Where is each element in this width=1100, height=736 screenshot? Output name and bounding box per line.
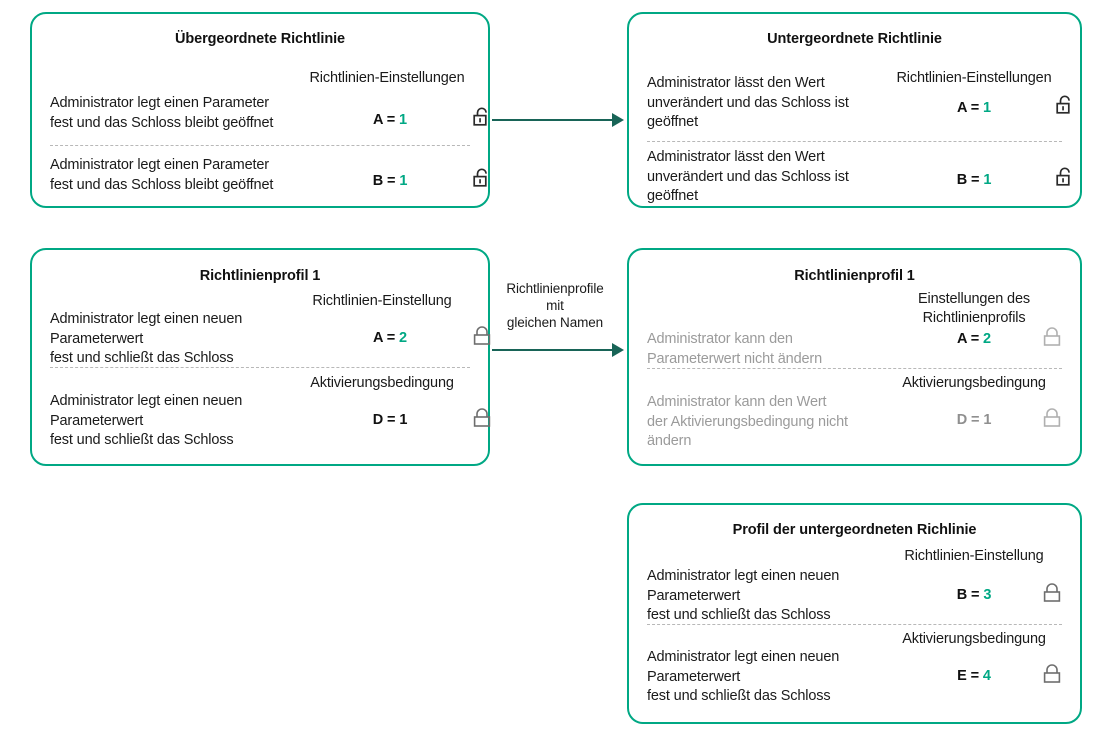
value-number: 4: [982, 668, 991, 684]
value-number: 3: [983, 587, 992, 603]
row-value: B = 3: [934, 587, 1014, 603]
value-separator: =: [966, 100, 984, 116]
card-title: Profil der untergeordneten Richlinie: [732, 522, 977, 538]
card-title: Übergeordnete Richtlinie: [174, 31, 345, 47]
row-value: A = 2: [350, 330, 430, 346]
row-description: Administrator legt einen neuen Parameter…: [647, 649, 840, 704]
row-value: D = 1: [350, 412, 430, 428]
value-key: D: [372, 412, 384, 428]
value-number: 2: [399, 330, 408, 346]
value-key: A: [956, 331, 967, 347]
row-divider: [50, 367, 470, 368]
row-value: A = 1: [934, 100, 1014, 116]
value-separator: =: [967, 412, 984, 428]
value-key: B: [956, 172, 968, 188]
value-number: 1: [399, 112, 408, 128]
lock-icon: [469, 323, 495, 349]
column-label: Aktivierungsbedingung: [902, 631, 1046, 647]
value-number: 1: [399, 412, 408, 428]
lock-icon: [1039, 324, 1065, 350]
row-description: Administrator legt einen Parameter fest …: [50, 95, 274, 131]
value-number: 1: [983, 412, 992, 428]
row-description: Administrator kann den Parameterwert nic…: [647, 331, 823, 367]
row-description: Administrator lässt den Wert unverändert…: [647, 75, 849, 130]
column-label: Richtlinien-Einstellung: [904, 548, 1044, 564]
value-separator: =: [383, 412, 400, 428]
value-key: A: [372, 330, 383, 346]
row-description: Administrator legt einen neuen Parameter…: [647, 568, 840, 623]
row-value: D = 1: [934, 412, 1014, 428]
value-number: 2: [983, 331, 992, 347]
card-child-policy-profile: Profil der untergeordneten Richlinie Ric…: [627, 503, 1082, 724]
unlock-icon: [469, 104, 495, 130]
card-parent-policy: Übergeordnete Richtlinie Richtlinien-Ein…: [30, 12, 490, 208]
column-label: Richtlinien-Einstellungen: [896, 70, 1052, 86]
value-separator: =: [383, 173, 400, 189]
value-separator: =: [966, 331, 984, 347]
row-description: Administrator legt einen neuen Parameter…: [50, 311, 243, 366]
column-label: Richtlinien-Einstellungen: [309, 70, 465, 86]
row-value: B = 1: [350, 173, 430, 189]
value-separator: =: [382, 330, 400, 346]
value-key: E: [957, 668, 967, 684]
value-separator: =: [967, 587, 984, 603]
row-divider: [50, 145, 470, 146]
value-key: A: [956, 100, 967, 116]
unlock-icon: [469, 165, 495, 191]
row-value: A = 2: [934, 331, 1014, 347]
card-policy-profile-1-left: Richtlinienprofil 1 Richtlinien-Einstell…: [30, 248, 491, 466]
card-title: Richtlinienprofil 1: [794, 268, 915, 284]
value-number: 1: [399, 173, 408, 189]
lock-icon: [1039, 661, 1065, 687]
row-value: A = 1: [350, 112, 430, 128]
row-divider: [647, 141, 1062, 142]
arrow-label: Richtlinienprofile mit gleichen Namen: [506, 281, 604, 330]
value-separator: =: [966, 668, 983, 684]
row-description: Administrator legt einen neuen Parameter…: [50, 393, 243, 448]
card-policy-profile-1-right: Richtlinienprofil 1 Einstellungen des Ri…: [627, 248, 1082, 466]
column-label: Richtlinien-Einstellung: [312, 293, 452, 309]
lock-icon: [1039, 580, 1065, 606]
unlock-icon: [1052, 164, 1078, 190]
value-separator: =: [967, 172, 984, 188]
lock-icon: [469, 405, 495, 431]
row-description: Administrator legt einen Parameter fest …: [50, 157, 274, 193]
value-separator: =: [382, 112, 400, 128]
row-description: Administrator lässt den Wert unverändert…: [647, 149, 849, 204]
row-description: Administrator kann den Wert der Aktivier…: [647, 394, 848, 449]
value-key: B: [372, 173, 384, 189]
column-label: Aktivierungsbedingung: [310, 375, 454, 391]
card-title: Richtlinienprofil 1: [199, 268, 321, 284]
lock-icon: [1039, 405, 1065, 431]
card-title: Untergeordnete Richtlinie: [767, 31, 942, 47]
value-key: A: [372, 112, 383, 128]
column-label: Aktivierungsbedingung: [902, 375, 1046, 391]
row-divider: [647, 624, 1062, 625]
row-value: E = 4: [934, 668, 1014, 684]
unlock-icon: [1052, 92, 1078, 118]
value-key: D: [956, 412, 968, 428]
row-divider: [647, 368, 1062, 369]
card-child-policy: Untergeordnete Richtlinie Richtlinien-Ei…: [627, 12, 1082, 208]
value-number: 1: [983, 100, 992, 116]
value-number: 1: [983, 172, 992, 188]
value-key: B: [956, 587, 968, 603]
column-label: Einstellungen des Richtlinienprofils: [918, 291, 1030, 326]
row-value: B = 1: [934, 172, 1014, 188]
